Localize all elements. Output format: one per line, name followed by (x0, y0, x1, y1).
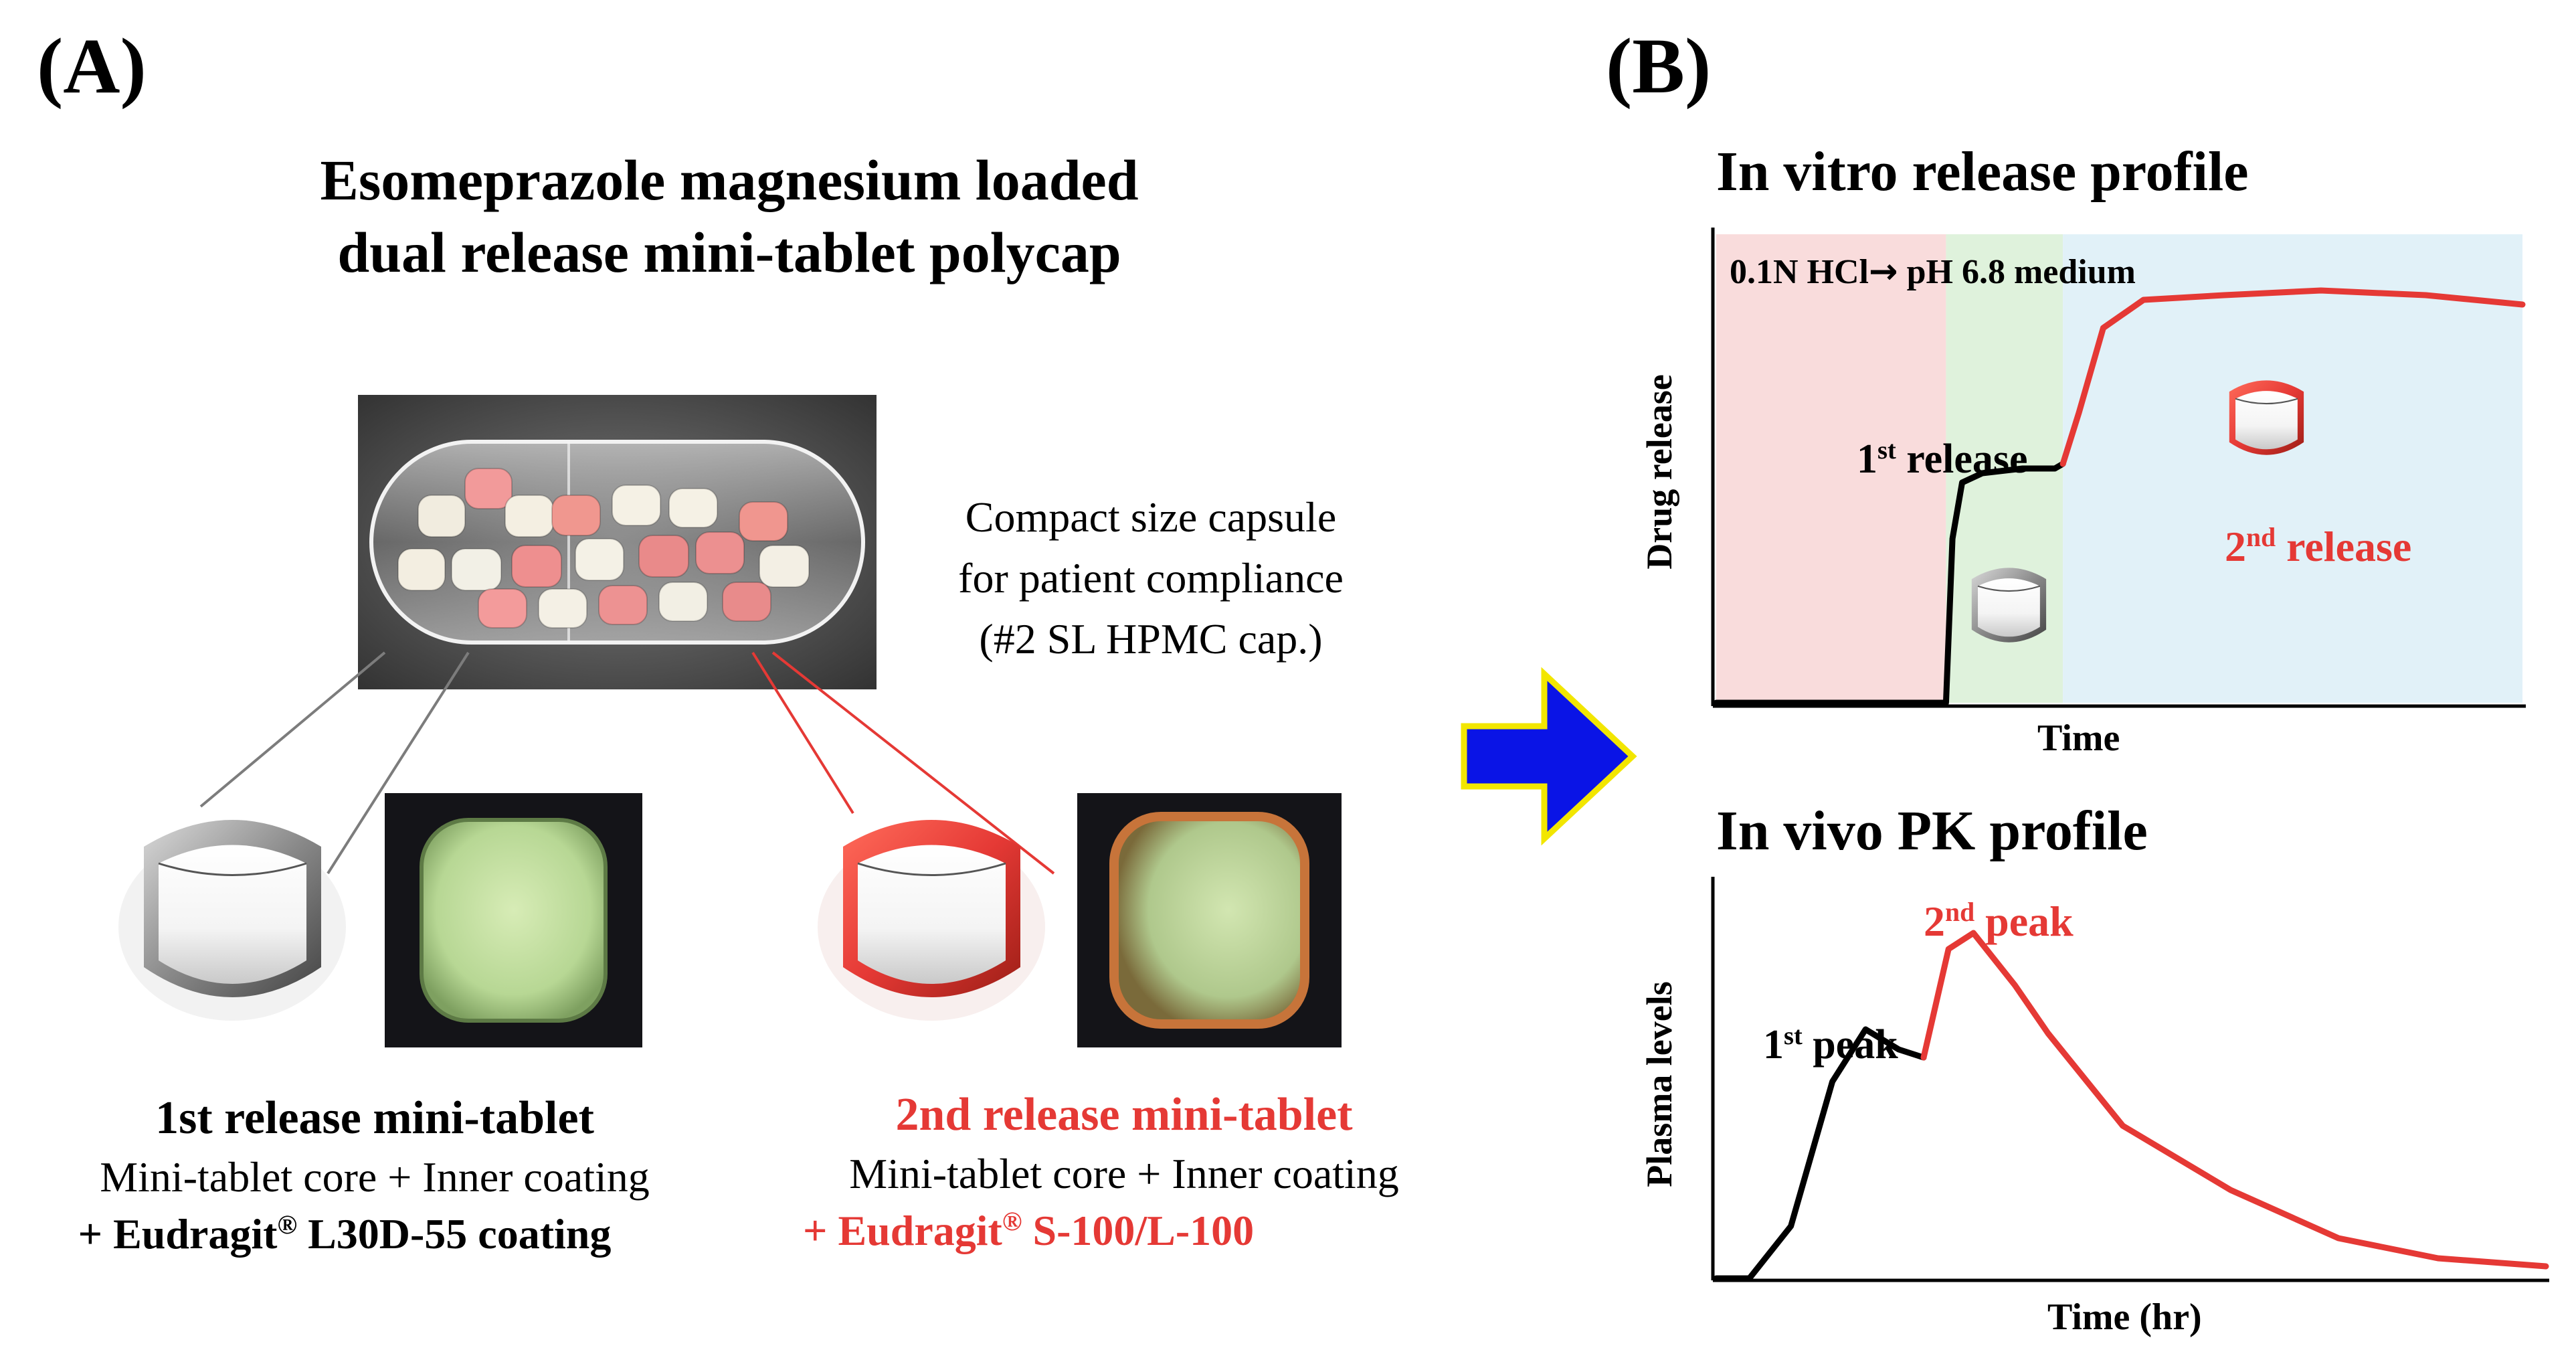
invivo-ylabel: Plasma levels (1639, 981, 1679, 1187)
invitro-series-line-0 (1713, 460, 2066, 706)
first-tablet-coating-suffix: L30D-55 coating (297, 1209, 612, 1258)
second-peak-sup: nd (1945, 898, 1975, 928)
capsule-note-line1: Compact size capsule (965, 493, 1337, 541)
second-tablet-line1: Mini-tablet core + Inner coating (849, 1150, 1399, 1198)
first-tablet-line1: Mini-tablet core + Inner coating (100, 1153, 650, 1201)
first-tablet-description: 1st release mini-tablet Mini-tablet core… (33, 1088, 716, 1262)
capsule-note-line2: for patient compliance (958, 554, 1344, 602)
second-tablet-title: 2nd release mini-tablet (895, 1089, 1353, 1140)
first-peak-num: 1 (1763, 1022, 1784, 1068)
tablet-icon-second (818, 820, 1045, 1021)
second-release-num: 2 (2225, 523, 2246, 570)
panel-a-title-line2: dual release mini-tablet polycap (337, 220, 1121, 285)
invitro-second-tablet-icon (2229, 380, 2304, 455)
panel-a-title: Esomeprazole magnesium loaded dual relea… (201, 144, 1258, 289)
panel-b-label: (B) (1606, 22, 1712, 110)
invivo-first-peak-label: 1st peak (1763, 1021, 1898, 1068)
panel-a-title-line1: Esomeprazole magnesium loaded (320, 148, 1139, 212)
second-release-word: release (2276, 523, 2412, 570)
first-tablet-coating-prefix: + Eudragit (78, 1209, 278, 1258)
invitro-series-line-1 (2059, 287, 2526, 467)
second-tablet-line2: + Eudragit® S-100/L-100 (790, 1203, 1459, 1259)
invitro-first-tablet-icon (1971, 568, 2047, 643)
first-tablet-reg-mark: ® (277, 1210, 298, 1240)
invivo-title: In vivo PK profile (1716, 800, 2148, 862)
second-release-sup: nd (2246, 523, 2276, 553)
tablet-icon-first (118, 820, 346, 1021)
invivo-xlabel: Time (hr) (2047, 1296, 2202, 1338)
second-tablet-reg-mark: ® (1002, 1207, 1022, 1237)
panel-a-label: (A) (37, 22, 147, 110)
transition-arrow-icon (1461, 667, 1637, 846)
powder-image-first (385, 793, 642, 1047)
invitro-ylabel: Drug release (1639, 374, 1679, 570)
invitro-first-release-label: 1st release (1857, 438, 2028, 480)
first-peak-sup: st (1784, 1021, 1803, 1050)
phase-label-acid: 0.1N HCl (1730, 253, 1869, 291)
capsule-photo (358, 395, 877, 689)
second-tablet-description: 2nd release mini-tablet Mini-tablet core… (790, 1084, 1459, 1259)
second-tablet-coating-suffix: S-100/L-100 (1022, 1206, 1255, 1254)
invivo-second-peak-label: 2nd peak (1924, 898, 2074, 945)
capsule-note-line3: (#2 SL HPMC cap.) (979, 614, 1323, 663)
first-peak-word: peak (1802, 1022, 1898, 1068)
second-peak-word: peak (1974, 898, 2074, 945)
phase-label-buffer: pH 6.8 medium (1898, 253, 2136, 291)
second-peak-num: 2 (1924, 898, 1945, 945)
invitro-zone-2 (2063, 234, 2522, 703)
invitro-second-release-label: 2nd release (2225, 523, 2412, 570)
first-release-sup: st (1877, 436, 1896, 464)
powder-image-second (1077, 793, 1342, 1047)
first-release-word: release (1896, 436, 2028, 482)
invivo-series-line-1 (1920, 930, 2549, 1270)
first-tablet-title: 1st release mini-tablet (155, 1092, 594, 1144)
invitro-xlabel: Time (2037, 717, 2120, 759)
capsule-note: Compact size capsule for patient complia… (890, 487, 1412, 670)
second-tablet-coating-prefix: + Eudragit (803, 1206, 1002, 1254)
first-release-num: 1 (1857, 436, 1877, 482)
phase-arrow-icon: → (1869, 252, 1898, 292)
invivo-series-line-0 (1713, 1026, 1927, 1282)
invitro-zone-0 (1716, 234, 1946, 703)
invitro-chart (1711, 228, 2526, 708)
first-tablet-line2: + Eudragit® L30D-55 coating (0, 1206, 716, 1262)
invitro-title: In vitro release profile (1716, 141, 2249, 203)
invitro-phase-label: 0.1N HCl→ pH 6.8 medium (1730, 254, 2136, 290)
invivo-chart (1711, 877, 2549, 1282)
